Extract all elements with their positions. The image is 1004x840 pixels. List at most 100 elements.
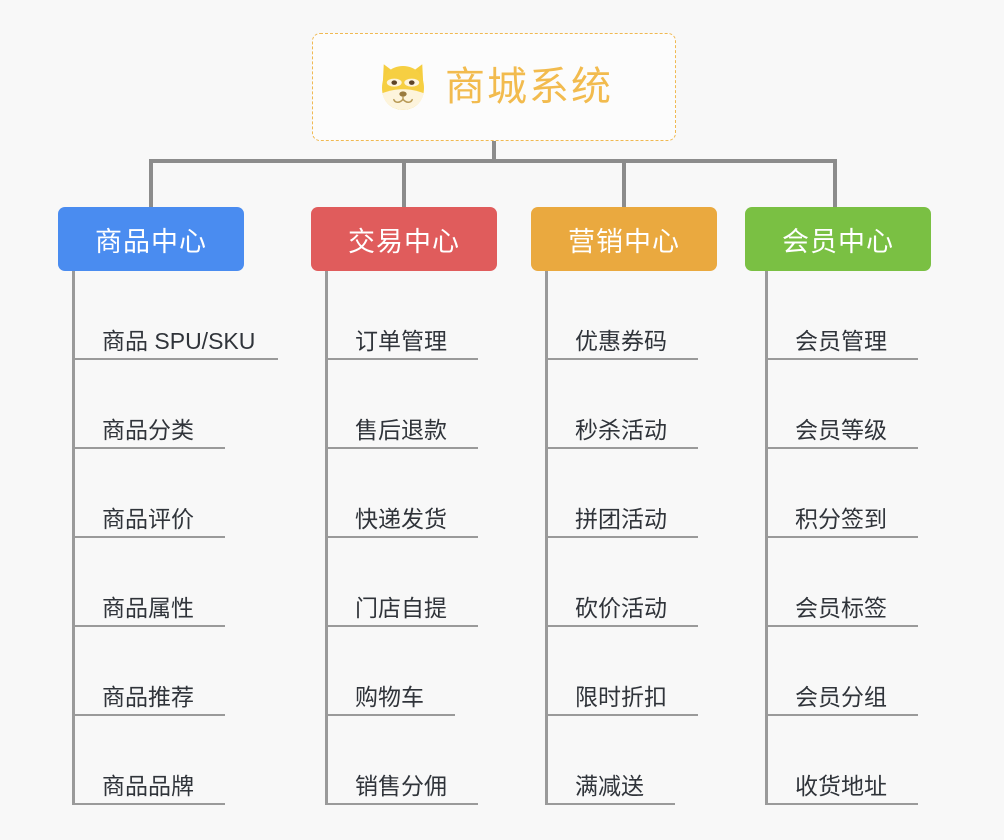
connector-root-stem <box>492 141 496 162</box>
leaf-item[interactable]: 商品 SPU/SKU <box>72 271 278 360</box>
root-node[interactable]: 商城系统 <box>312 33 676 141</box>
leaf-label: 门店自提 <box>355 594 447 621</box>
leaf-item[interactable]: 会员标签 <box>765 538 931 627</box>
category-label: 会员中心 <box>782 226 894 257</box>
leaf-underline <box>765 536 918 538</box>
leaf-underline <box>72 358 278 360</box>
connector-drop-trade-center <box>402 159 406 207</box>
leaf-item[interactable]: 会员等级 <box>765 360 931 449</box>
leaf-item[interactable]: 拼团活动 <box>545 449 717 538</box>
leaf-label: 商品推荐 <box>102 683 194 710</box>
leaf-label: 满减送 <box>575 772 644 799</box>
leaf-item[interactable]: 收货地址 <box>765 716 931 805</box>
leaf-label: 商品评价 <box>102 505 194 532</box>
leaf-underline <box>765 447 918 449</box>
leaf-label: 订单管理 <box>355 327 447 354</box>
leaf-item[interactable]: 销售分佣 <box>325 716 497 805</box>
leaf-label: 砍价活动 <box>575 594 667 621</box>
shiba-dog-face-icon <box>382 64 424 110</box>
leaf-item[interactable]: 会员管理 <box>765 271 931 360</box>
leaf-label: 秒杀活动 <box>575 416 667 443</box>
column-trade-center: 交易中心 订单管理 售后退款 快递发货 门店自提 购物车 <box>311 207 497 805</box>
leaf-underline <box>325 714 455 716</box>
leaf-underline <box>72 714 225 716</box>
leaf-list-member-center: 会员管理 会员等级 积分签到 会员标签 会员分组 收货地址 <box>765 271 931 805</box>
leaf-underline <box>325 803 478 805</box>
leaf-item[interactable]: 砍价活动 <box>545 538 717 627</box>
leaf-item[interactable]: 订单管理 <box>325 271 497 360</box>
root-title: 商城系统 <box>445 65 613 109</box>
leaf-label: 会员分组 <box>795 683 887 710</box>
leaf-label: 限时折扣 <box>575 683 667 710</box>
leaf-label: 商品分类 <box>102 416 194 443</box>
leaf-item[interactable]: 门店自提 <box>325 538 497 627</box>
leaf-label: 会员标签 <box>795 594 887 621</box>
leaf-item[interactable]: 优惠券码 <box>545 271 717 360</box>
leaf-spine <box>545 271 548 805</box>
leaf-underline <box>325 447 478 449</box>
leaf-item[interactable]: 售后退款 <box>325 360 497 449</box>
leaf-underline <box>325 536 478 538</box>
leaf-underline <box>72 447 225 449</box>
connector-drop-product-center <box>149 159 153 207</box>
connector-drop-member-center <box>833 159 837 207</box>
connector-horizontal-bus <box>149 159 837 163</box>
category-header-trade-center[interactable]: 交易中心 <box>311 207 497 271</box>
leaf-item[interactable]: 购物车 <box>325 627 497 716</box>
leaf-spine <box>765 271 768 805</box>
column-member-center: 会员中心 会员管理 会员等级 积分签到 会员标签 会员分组 <box>745 207 931 805</box>
leaf-label: 销售分佣 <box>355 772 447 799</box>
leaf-underline <box>545 536 698 538</box>
leaf-underline <box>545 803 675 805</box>
leaf-label: 购物车 <box>355 683 424 710</box>
leaf-underline <box>765 803 918 805</box>
category-header-product-center[interactable]: 商品中心 <box>58 207 244 271</box>
leaf-underline <box>325 625 478 627</box>
leaf-label: 会员管理 <box>795 327 887 354</box>
category-header-member-center[interactable]: 会员中心 <box>745 207 931 271</box>
leaf-underline <box>72 536 225 538</box>
leaf-label: 收货地址 <box>795 772 887 799</box>
leaf-item[interactable]: 商品品牌 <box>72 716 244 805</box>
leaf-item[interactable]: 快递发货 <box>325 449 497 538</box>
leaf-item[interactable]: 积分签到 <box>765 449 931 538</box>
leaf-item[interactable]: 满减送 <box>545 716 717 805</box>
leaf-label: 优惠券码 <box>575 327 667 354</box>
leaf-underline <box>765 625 918 627</box>
category-label: 营销中心 <box>568 226 680 257</box>
leaf-list-marketing-center: 优惠券码 秒杀活动 拼团活动 砍价活动 限时折扣 满减送 <box>545 271 717 805</box>
leaf-label: 快递发货 <box>355 505 447 532</box>
leaf-label: 售后退款 <box>355 416 447 443</box>
leaf-underline <box>72 625 225 627</box>
leaf-item[interactable]: 商品属性 <box>72 538 244 627</box>
leaf-item[interactable]: 限时折扣 <box>545 627 717 716</box>
leaf-item[interactable]: 商品分类 <box>72 360 244 449</box>
leaf-item[interactable]: 会员分组 <box>765 627 931 716</box>
leaf-list-product-center: 商品 SPU/SKU 商品分类 商品评价 商品属性 商品推荐 商品品牌 <box>72 271 278 805</box>
leaf-label: 拼团活动 <box>575 505 667 532</box>
leaf-label: 会员等级 <box>795 416 887 443</box>
leaf-underline <box>545 358 698 360</box>
leaf-label: 商品属性 <box>102 594 194 621</box>
category-label: 商品中心 <box>95 226 207 257</box>
column-marketing-center: 营销中心 优惠券码 秒杀活动 拼团活动 砍价活动 限时折扣 <box>531 207 717 805</box>
leaf-underline <box>765 358 918 360</box>
leaf-underline <box>545 447 698 449</box>
leaf-underline <box>545 625 698 627</box>
leaf-underline <box>72 803 225 805</box>
category-label: 交易中心 <box>348 226 460 257</box>
leaf-label: 商品 SPU/SKU <box>102 327 256 354</box>
leaf-label: 积分签到 <box>795 505 887 532</box>
leaf-underline <box>545 714 698 716</box>
leaf-underline <box>325 358 478 360</box>
leaf-label: 商品品牌 <box>102 772 194 799</box>
column-product-center: 商品中心 商品 SPU/SKU 商品分类 商品评价 商品属性 商品推荐 <box>58 207 278 805</box>
leaf-spine <box>72 271 75 805</box>
leaf-list-trade-center: 订单管理 售后退款 快递发货 门店自提 购物车 销售分佣 <box>325 271 497 805</box>
leaf-item[interactable]: 商品推荐 <box>72 627 244 716</box>
leaf-spine <box>325 271 328 805</box>
leaf-item[interactable]: 商品评价 <box>72 449 244 538</box>
category-header-marketing-center[interactable]: 营销中心 <box>531 207 717 271</box>
leaf-item[interactable]: 秒杀活动 <box>545 360 717 449</box>
